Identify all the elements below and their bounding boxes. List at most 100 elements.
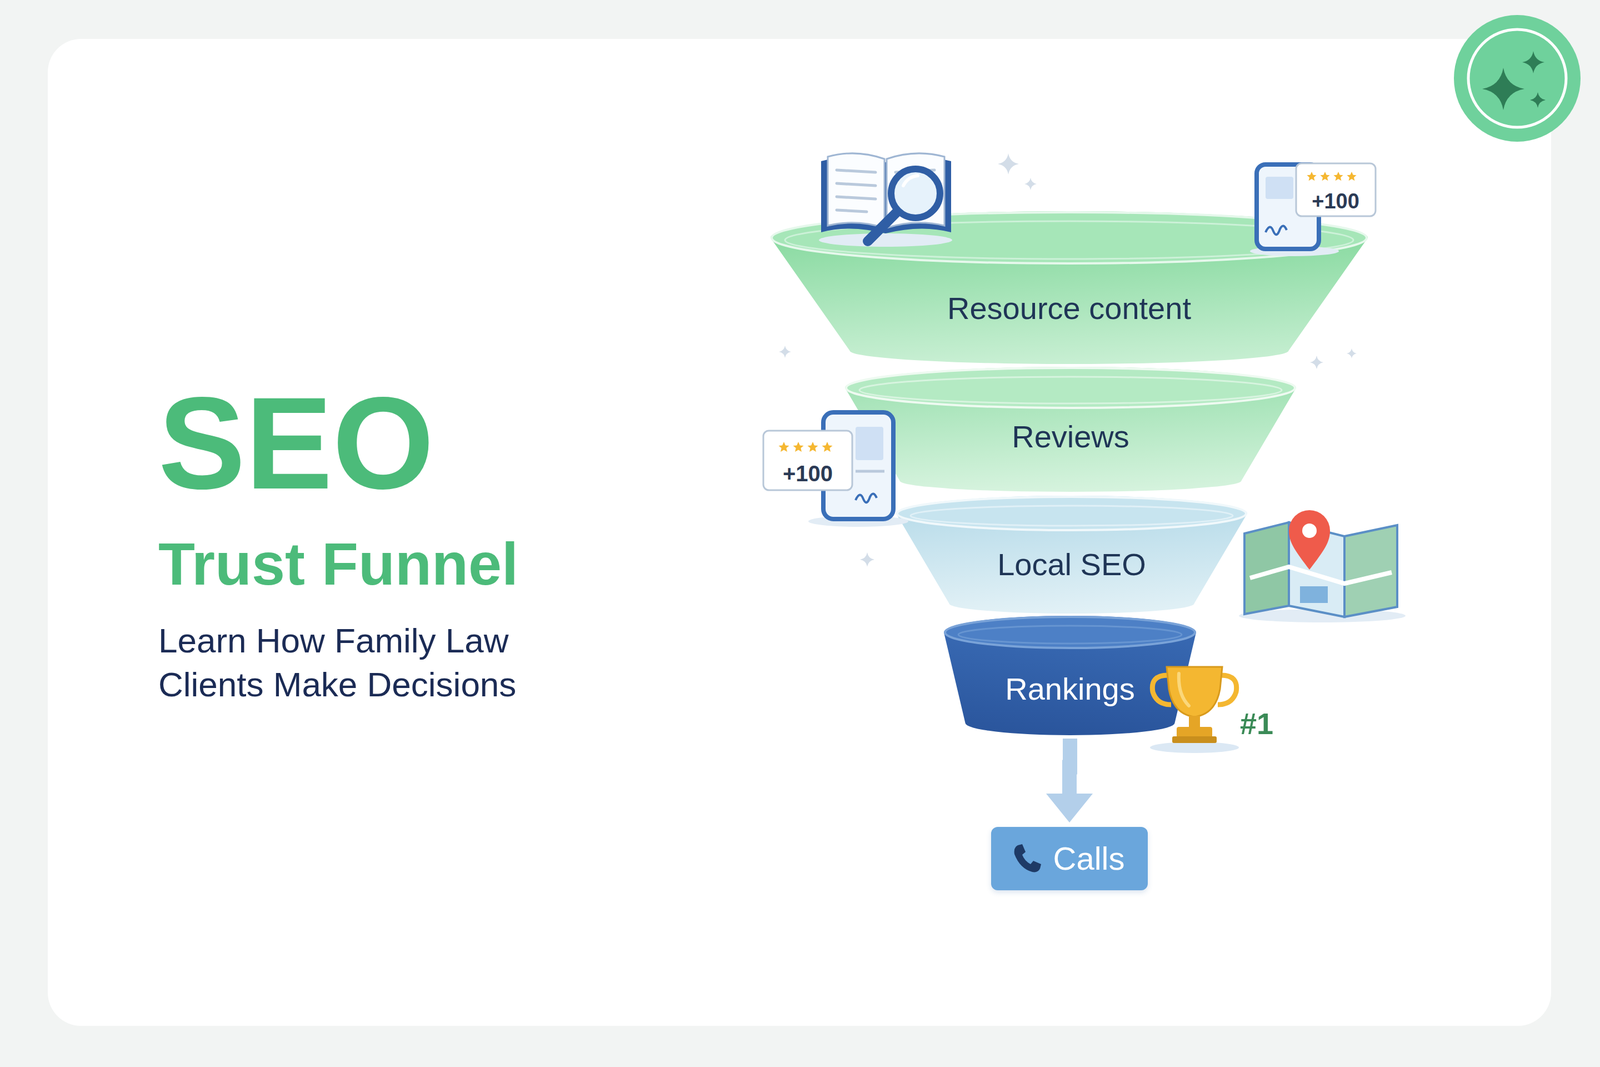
- band-shape: [770, 211, 1368, 364]
- node-text: Reviews: [1011, 421, 1130, 453]
- review-phone-icon: [807, 441, 819, 452]
- node-text: Resource content: [947, 292, 1192, 324]
- review-phone-icon: [763, 412, 909, 527]
- tagline: Learn How Family Law Clients Make Decisi…: [158, 618, 570, 707]
- map-icon: [1250, 566, 1392, 584]
- map-icon: [1238, 608, 1406, 623]
- map-icon: [1302, 523, 1317, 538]
- book-icon: [821, 157, 952, 234]
- arrow-head: [1046, 793, 1093, 823]
- review-phone-icon: [1250, 163, 1376, 257]
- map-icon: [1288, 522, 1345, 617]
- badge-icon: [1530, 92, 1546, 108]
- trophy-icon: [1172, 736, 1217, 743]
- funnel-band: Rankings: [943, 615, 1197, 735]
- badge-icon: [1522, 51, 1545, 74]
- band-shape: [945, 616, 1195, 648]
- subtitle-heading: Trust Funnel: [158, 533, 519, 594]
- map-icon: [1300, 586, 1328, 603]
- badge-icon: [1453, 15, 1581, 142]
- sparkle-decor: [1310, 355, 1324, 369]
- sparkle-decor: [1346, 348, 1357, 359]
- review-phone-icon: [1265, 176, 1294, 199]
- review-phone-icon: [855, 426, 884, 460]
- review-phone-icon: [1256, 164, 1319, 249]
- book-icon: [895, 170, 935, 173]
- sparkle-decor: [1024, 177, 1037, 190]
- book-icon: [836, 196, 876, 199]
- band-shape: [897, 496, 1247, 530]
- review-phone-icon: [855, 493, 877, 503]
- review-phone-icon: [778, 441, 790, 452]
- review-phone-icon: [1306, 171, 1357, 181]
- map-icon: [1288, 510, 1330, 570]
- review-phone-icon: [778, 441, 833, 452]
- band-shape: [910, 505, 1233, 526]
- review-phone-icon: [1250, 246, 1339, 257]
- band-shape: [896, 495, 1248, 614]
- node-text: Rankings: [1005, 673, 1135, 705]
- trophy-icon: [1188, 715, 1200, 728]
- band-shape: [859, 376, 1282, 404]
- map-icon: [1244, 522, 1289, 614]
- band-shape: [770, 211, 1368, 364]
- map-icon: [1238, 510, 1406, 623]
- badge-icon: [1482, 67, 1525, 110]
- review-phone-icon: [1320, 171, 1330, 181]
- band-shape: [771, 212, 1367, 264]
- sparkle-decor: [778, 345, 792, 358]
- review-phone-icon: [808, 515, 909, 527]
- review-count: +100: [1311, 190, 1360, 212]
- trophy-icon: [1152, 675, 1172, 705]
- node-text: Calls: [1053, 842, 1125, 875]
- trophy-icon: [1217, 675, 1237, 705]
- review-count: +100: [782, 462, 833, 485]
- review-phone-icon: [823, 412, 894, 519]
- trophy-icon: [1166, 666, 1223, 717]
- map-icon: [1344, 525, 1398, 617]
- review-phone-icon: [1333, 171, 1343, 181]
- book-icon: [818, 153, 953, 247]
- band-shape: [943, 615, 1197, 735]
- review-phone-icon: [793, 441, 804, 452]
- band-shape: [845, 366, 1297, 492]
- calls-button: Calls: [991, 826, 1149, 890]
- funnel-band: Local SEO: [896, 495, 1248, 614]
- book-icon: [836, 170, 876, 173]
- book-icon: [836, 210, 867, 212]
- book-icon: [818, 233, 953, 247]
- band-shape: [958, 625, 1182, 644]
- node-text: Local SEO: [997, 548, 1147, 580]
- flow-arrow: [1069, 738, 1070, 796]
- trophy-icon: [1178, 673, 1189, 706]
- review-phone-icon: [1346, 171, 1357, 181]
- trophy-icon: [1176, 726, 1213, 738]
- trophy-icon: [1150, 666, 1239, 753]
- badge-icon: [1453, 15, 1581, 142]
- book-icon: [891, 168, 940, 218]
- book-icon: [836, 170, 935, 212]
- review-phone-icon: [1306, 171, 1317, 181]
- book-icon: [836, 183, 876, 186]
- band-shape: [785, 221, 1354, 259]
- book-icon: [867, 211, 898, 242]
- review-phone-icon: [822, 441, 833, 452]
- book-icon: [827, 153, 885, 228]
- review-phone-icon: [855, 470, 885, 473]
- review-phone-icon: [763, 430, 853, 490]
- book-icon: [886, 153, 945, 228]
- review-phone-icon: [1265, 225, 1287, 235]
- band-shape: [846, 367, 1295, 408]
- card: [47, 38, 1552, 1026]
- trophy-icon: [1150, 741, 1239, 753]
- funnel-band: Reviews: [845, 366, 1297, 492]
- review-phone-icon: [1296, 163, 1376, 217]
- book-icon: [903, 175, 918, 186]
- rank-badge: #1: [1240, 708, 1274, 739]
- funnel-band: Resource content: [770, 211, 1368, 364]
